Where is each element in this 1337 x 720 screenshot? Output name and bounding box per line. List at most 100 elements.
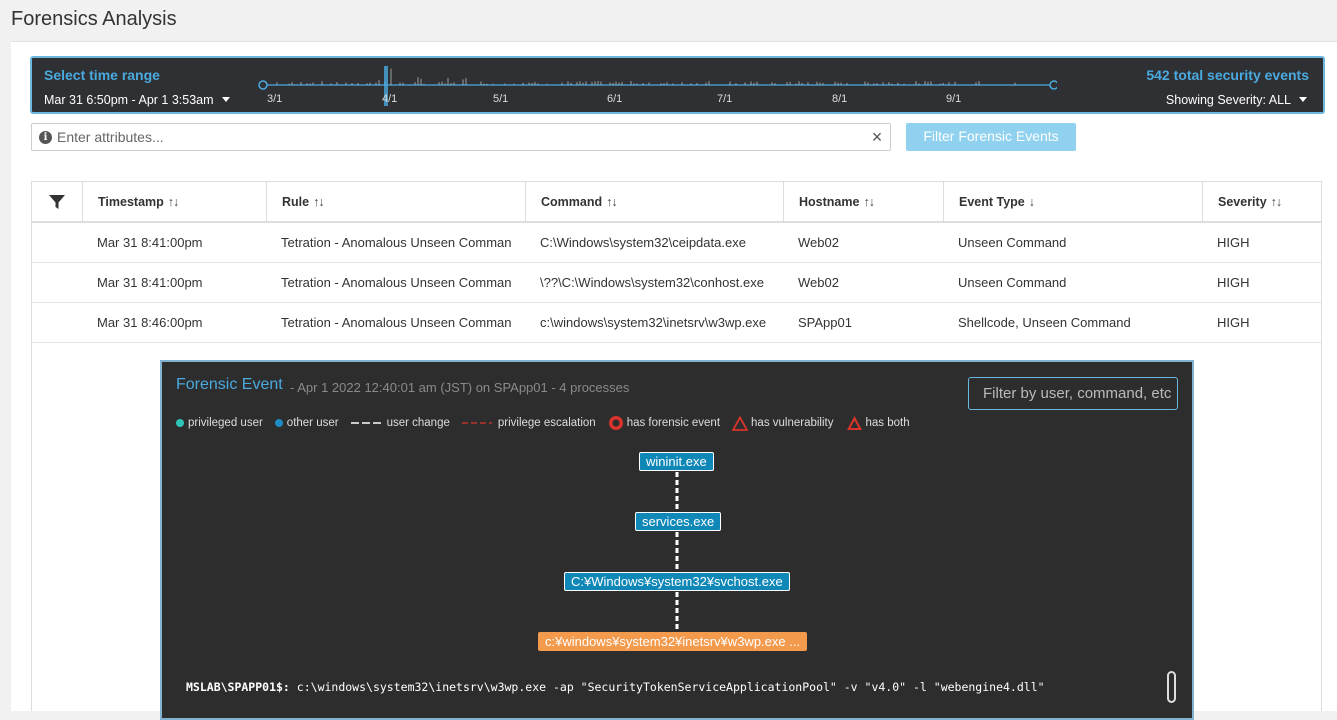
timeline-tick-label: 4/1: [382, 93, 397, 105]
vulnerability-icon: [732, 415, 749, 431]
process-node-svchost[interactable]: C:¥Windows¥system32¥svchost.exe: [564, 572, 790, 591]
command-prompt: MSLAB\SPAPP01$:: [186, 680, 290, 694]
process-tree-edges: [675, 472, 679, 630]
column-timestamp[interactable]: Timestamp↑↓: [82, 182, 266, 221]
funnel-icon: [49, 194, 65, 209]
caret-down-icon: [1299, 97, 1307, 102]
cell-severity: HIGH: [1217, 315, 1250, 330]
column-label: Severity: [1218, 194, 1267, 209]
time-range-dropdown[interactable]: Mar 31 6:50pm - Apr 1 3:53am: [44, 93, 230, 107]
cell-event-type: Shellcode, Unseen Command: [958, 315, 1131, 330]
process-tree-graph: wininit.exe services.exe C:¥Windows¥syst…: [162, 442, 1192, 672]
legend-vulnerability: has vulnerability: [732, 415, 834, 431]
legend-label: other user: [286, 417, 339, 429]
timeline-slider[interactable]: 3/1 4/1 5/1 6/1 7/1 8/1 9/1: [257, 66, 1057, 110]
table-header: Timestamp↑↓ Rule↑↓ Command↑↓ Hostname↑↓ …: [32, 182, 1321, 223]
cell-timestamp: Mar 31 8:41:00pm: [97, 235, 203, 250]
column-label: Event Type: [959, 194, 1025, 209]
sort-icon: ↑↓: [606, 194, 617, 209]
timeline-tick-label: 7/1: [717, 93, 732, 105]
column-rule[interactable]: Rule↑↓: [266, 182, 525, 221]
process-node-services[interactable]: services.exe: [635, 512, 722, 531]
time-range-bar: Select time range Mar 31 6:50pm - Apr 1 …: [30, 56, 1325, 114]
sort-icon: ↑↓: [167, 194, 179, 209]
process-node-w3wp[interactable]: c:¥windows¥system32¥inetsrv¥w3wp.exe ...: [538, 632, 808, 651]
column-label: Command: [541, 194, 603, 209]
timeline-tick-label: 9/1: [946, 93, 961, 105]
timeline-tick-label: 5/1: [493, 93, 508, 105]
timeline-start-handle[interactable]: [258, 80, 268, 90]
cell-hostname: SPApp01: [798, 315, 852, 330]
forensic-event-panel: Forensic Event - Apr 1 2022 12:40:01 am …: [160, 360, 1194, 720]
cell-timestamp: Mar 31 8:46:00pm: [97, 315, 203, 330]
legend-privileged-user: privileged user: [176, 417, 263, 429]
forensic-event-title: Forensic Event: [176, 376, 283, 393]
cell-hostname: Web02: [798, 275, 839, 290]
cell-severity: HIGH: [1217, 235, 1250, 250]
column-filter[interactable]: [32, 182, 82, 221]
column-event-type[interactable]: Event Type↓: [943, 182, 1202, 221]
process-node-wininit[interactable]: wininit.exe: [639, 452, 714, 471]
column-command[interactable]: Command↑↓: [525, 182, 783, 221]
forensic-event-icon: [608, 416, 623, 430]
cell-hostname: Web02: [798, 235, 839, 250]
sort-icon: ↑↓: [863, 194, 874, 209]
cell-event-type: Unseen Command: [958, 235, 1067, 250]
forensic-event-subtitle: - Apr 1 2022 12:40:01 am (JST) on SPApp0…: [290, 380, 630, 395]
events-table: Timestamp↑↓ Rule↑↓ Command↑↓ Hostname↑↓ …: [31, 181, 1322, 343]
command-scrollbar[interactable]: [1167, 671, 1176, 703]
total-events: 542 total security events: [1146, 67, 1309, 83]
column-severity[interactable]: Severity↑↓: [1202, 182, 1323, 221]
legend-both: has both: [846, 415, 910, 431]
severity-value: Showing Severity: ALL: [1165, 93, 1291, 107]
sort-icon: ↑↓: [1270, 194, 1282, 209]
severity-dropdown[interactable]: Showing Severity: ALL: [1166, 93, 1307, 107]
timeline-tick-label: 6/1: [607, 93, 622, 105]
time-range-value: Mar 31 6:50pm - Apr 1 3:53am: [44, 93, 214, 107]
row-spacer: [32, 263, 82, 302]
info-icon: i: [39, 131, 52, 144]
filter-forensic-events-button[interactable]: Filter Forensic Events: [906, 123, 1076, 151]
row-spacer: [32, 303, 82, 342]
timeline-end-handle[interactable]: [1049, 80, 1057, 90]
sort-desc-icon: ↓: [1028, 194, 1035, 209]
table-row[interactable]: Mar 31 8:41:00pm Tetration - Anomalous U…: [32, 223, 1321, 263]
legend-other-user: other user: [274, 417, 339, 429]
cell-rule: Tetration - Anomalous Unseen Comman: [281, 275, 512, 290]
dot-icon: [274, 419, 283, 427]
row-spacer: [32, 223, 82, 262]
legend-forensic-event: has forensic event: [608, 415, 720, 431]
caret-down-icon: [221, 97, 230, 102]
cell-command: c:\windows\system32\inetsrv\w3wp.exe: [540, 315, 767, 330]
legend-label: has forensic event: [626, 417, 721, 429]
cell-command: C:\Windows\system32\ceipdata.exe: [540, 235, 746, 250]
legend-label: user change: [386, 417, 450, 429]
legend-label: has vulnerability: [751, 417, 834, 429]
timeline-tick-label: 8/1: [832, 93, 847, 105]
cell-severity: HIGH: [1217, 275, 1250, 290]
legend-label: privilege escalation: [497, 417, 596, 429]
cell-rule: Tetration - Anomalous Unseen Comman: [281, 315, 512, 330]
table-row[interactable]: Mar 31 8:46:00pm Tetration - Anomalous U…: [32, 303, 1321, 343]
cell-event-type: Unseen Command: [958, 275, 1067, 290]
process-filter: [968, 377, 1178, 410]
attribute-search: i ×: [31, 123, 891, 151]
clear-icon[interactable]: ×: [871, 127, 883, 147]
column-hostname[interactable]: Hostname↑↓: [783, 182, 943, 221]
timeline-histogram: [276, 68, 1016, 85]
cell-rule: Tetration - Anomalous Unseen Comman: [281, 235, 512, 250]
legend-label: has both: [865, 417, 910, 429]
table-row[interactable]: Mar 31 8:41:00pm Tetration - Anomalous U…: [32, 263, 1321, 303]
timeline-selection[interactable]: [384, 66, 388, 106]
process-filter-input[interactable]: [969, 378, 1177, 409]
dashed-line-icon: [350, 422, 381, 424]
row-detail-container: [31, 341, 1322, 711]
command-line: MSLAB\SPAPP01$: c:\windows\system32\inet…: [186, 680, 1045, 694]
attribute-search-input[interactable]: [57, 127, 857, 147]
graph-legend: privileged user other user user change p…: [176, 415, 922, 431]
legend-privilege-escalation: privilege escalation: [461, 417, 596, 429]
timeline-tick-label: 3/1: [267, 93, 282, 105]
dashed-red-line-icon: [461, 422, 492, 424]
both-icon: [846, 416, 862, 430]
legend-label: privileged user: [188, 417, 263, 429]
